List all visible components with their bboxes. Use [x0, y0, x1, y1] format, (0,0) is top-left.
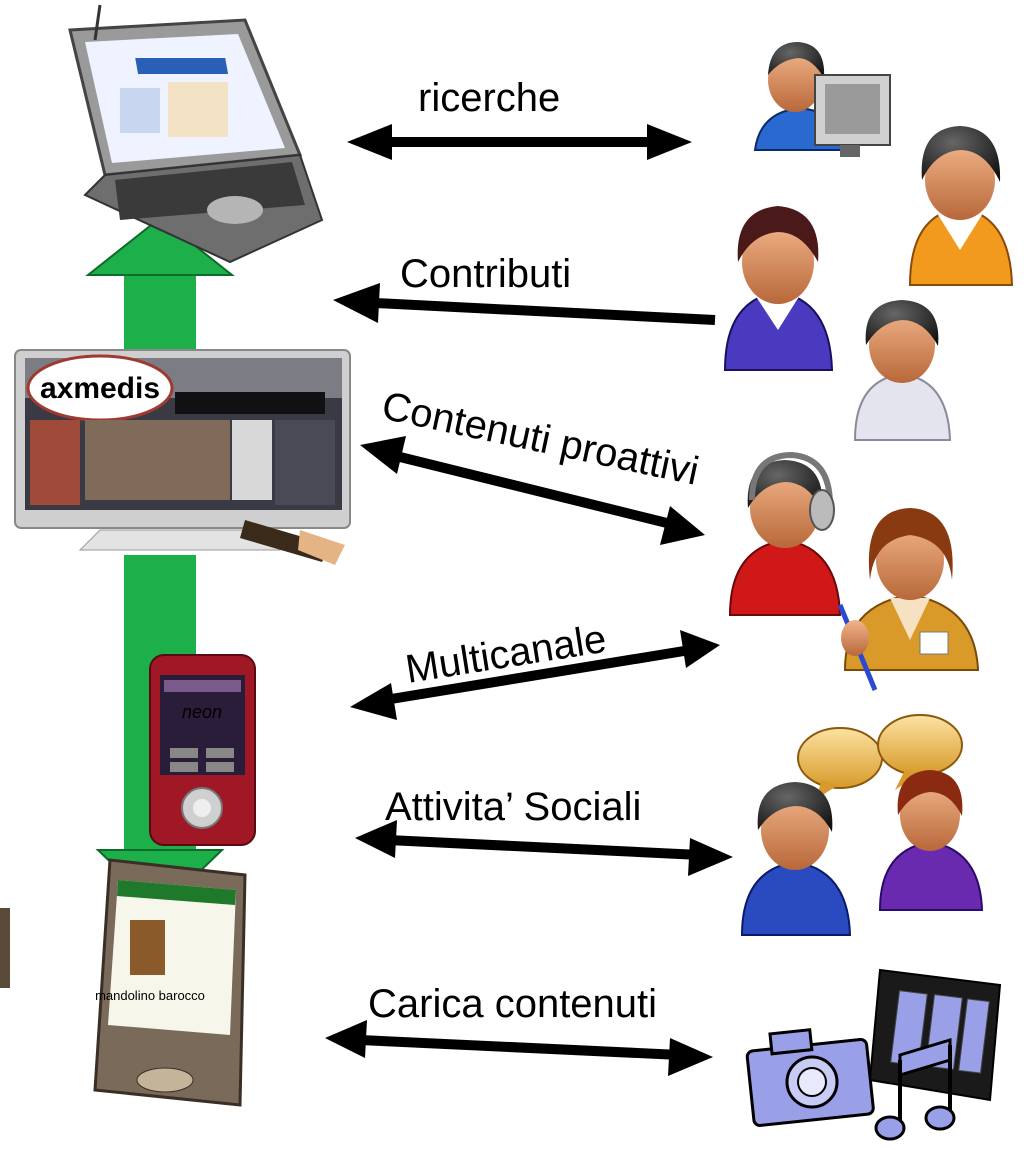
arrow-contributi	[333, 283, 716, 325]
arrow-ricerche	[347, 124, 692, 160]
arrow-attivita-sociali	[355, 820, 733, 876]
mobile-phone-icon: neon	[149, 654, 256, 846]
film-strip-icon	[868, 968, 1002, 1102]
label-ricerche: ricerche	[418, 76, 560, 120]
camera-icon	[745, 1028, 875, 1127]
user-woman-pen-icon	[837, 508, 980, 691]
pda-icon: mandolino barocco	[93, 858, 247, 1107]
tv-logo-text: axmedis	[40, 372, 160, 405]
phone-screen-text: neon	[182, 702, 222, 722]
user-orange-icon	[908, 126, 1014, 286]
arrow-carica-contenuti	[325, 1020, 713, 1076]
label-contributi: Contributi	[400, 252, 571, 296]
remote-icon	[240, 520, 345, 565]
user-at-computer-icon	[753, 42, 891, 157]
user-white-shirt-icon	[853, 300, 952, 441]
partial-device-edge	[0, 908, 10, 988]
user-headset-icon	[728, 451, 842, 616]
tv-icon: axmedis	[14, 349, 351, 565]
label-attivita-sociali: Attivita’ Sociali	[385, 785, 641, 829]
music-note-icon	[874, 1037, 956, 1141]
arrow-multicanale	[350, 630, 720, 720]
pda-text: mandolino barocco	[95, 988, 205, 1003]
label-contenuti-proattivi: Contenuti proattivi	[378, 384, 703, 494]
label-carica-contenuti: Carica contenuti	[368, 982, 657, 1026]
user-purple-icon	[723, 206, 834, 371]
laptop-icon	[68, 4, 324, 264]
arrow-contenuti-proattivi	[360, 436, 705, 545]
user-social-pair-icon	[740, 770, 984, 936]
